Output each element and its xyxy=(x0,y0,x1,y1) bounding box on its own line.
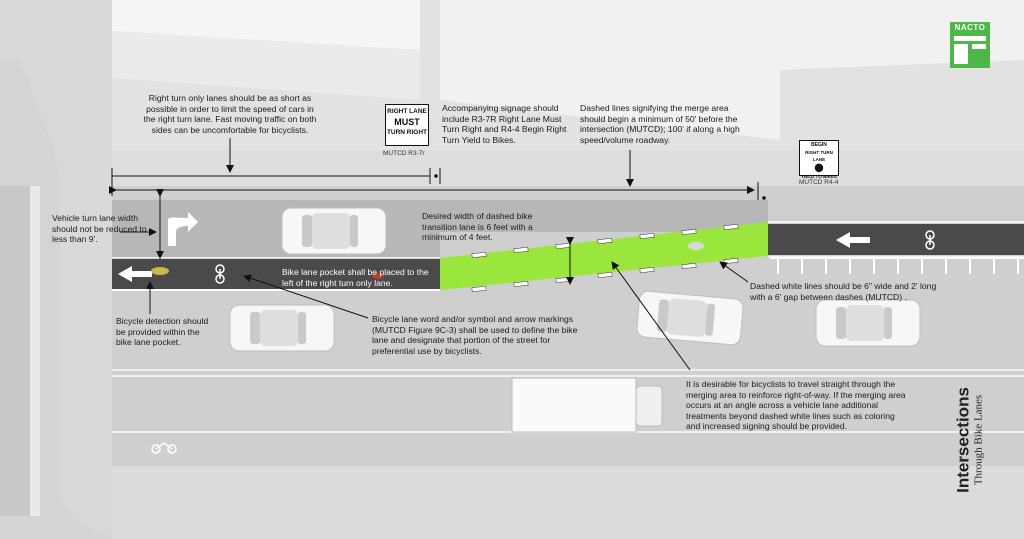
crosswalk-line xyxy=(30,186,40,516)
turn-right-arrow-marking xyxy=(168,212,198,246)
nacto-logo: NACTO xyxy=(950,22,990,68)
bike-pocket-road xyxy=(112,258,440,290)
note-detection: Bicycle detection should be provided wit… xyxy=(116,316,209,348)
dimension-dots xyxy=(434,174,766,200)
note-dashed-white: Dashed white lines should be 6" wide and… xyxy=(750,281,937,302)
parking-stalls xyxy=(770,257,1024,274)
dimension-lines xyxy=(109,168,759,285)
sign-line: RIGHT TURN LANE xyxy=(805,150,833,162)
sign-line: MUST xyxy=(394,117,420,127)
sidewalk-top xyxy=(0,150,1024,190)
title-sub: Through Bike Lanes xyxy=(972,394,985,486)
note-straight-through: It is desirable for bicyclists to travel… xyxy=(686,379,906,432)
leader-lines xyxy=(120,138,749,371)
sidewalk-bottom xyxy=(112,466,1024,539)
sign-line: RIGHT LANE xyxy=(387,108,427,115)
car xyxy=(229,304,335,352)
note-pocket-left: Bike lane pocket shall be placed to the … xyxy=(282,267,429,288)
bike-transition-lane xyxy=(440,222,768,290)
building xyxy=(440,0,1024,140)
sign-line: TURN RIGHT xyxy=(386,129,428,136)
building xyxy=(100,0,420,50)
note-dashed-merge: Dashed lines signifying the merge area s… xyxy=(580,103,740,145)
turn-lane xyxy=(112,200,768,258)
sign-code-r4-4: MUTCD R4-4 xyxy=(799,179,839,186)
truck xyxy=(511,377,663,433)
sign-line: YIELD TO BIKES xyxy=(801,174,837,179)
car xyxy=(815,299,921,347)
logo-text: NACTO xyxy=(954,23,986,32)
arrow-left-marking xyxy=(118,232,870,282)
bicyclist xyxy=(151,242,704,279)
page-title: Intersections Through Bike Lanes xyxy=(945,380,995,500)
note-signage: Accompanying signage should include R3-7… xyxy=(442,103,567,145)
bicycle-symbol xyxy=(151,230,935,454)
sign-begin-right-turn-lane: BEGIN RIGHT TURN LANE ⬤ YIELD TO BIKES xyxy=(799,140,839,179)
title-main: Intersections xyxy=(953,387,973,493)
car xyxy=(281,207,387,255)
bicycle-icon: ⬤ xyxy=(814,163,824,172)
crosswalk-area xyxy=(0,186,30,516)
note-vehicle-width: Vehicle turn lane width should not be re… xyxy=(52,213,147,245)
bike-lane-road xyxy=(768,224,1024,256)
sign-right-lane-must-turn-right: RIGHT LANE MUST TURN RIGHT xyxy=(385,104,429,146)
note-transition-width: Desired width of dashed bike transition … xyxy=(422,211,533,243)
note-markings: Bicycle lane word and/or symbol and arro… xyxy=(372,314,578,356)
note-right-turn-short: Right turn only lanes should be as short… xyxy=(143,93,317,135)
sign-code-r3-7r: MUTCD R3-7r xyxy=(383,150,425,157)
sign-line: BEGIN xyxy=(811,142,827,148)
